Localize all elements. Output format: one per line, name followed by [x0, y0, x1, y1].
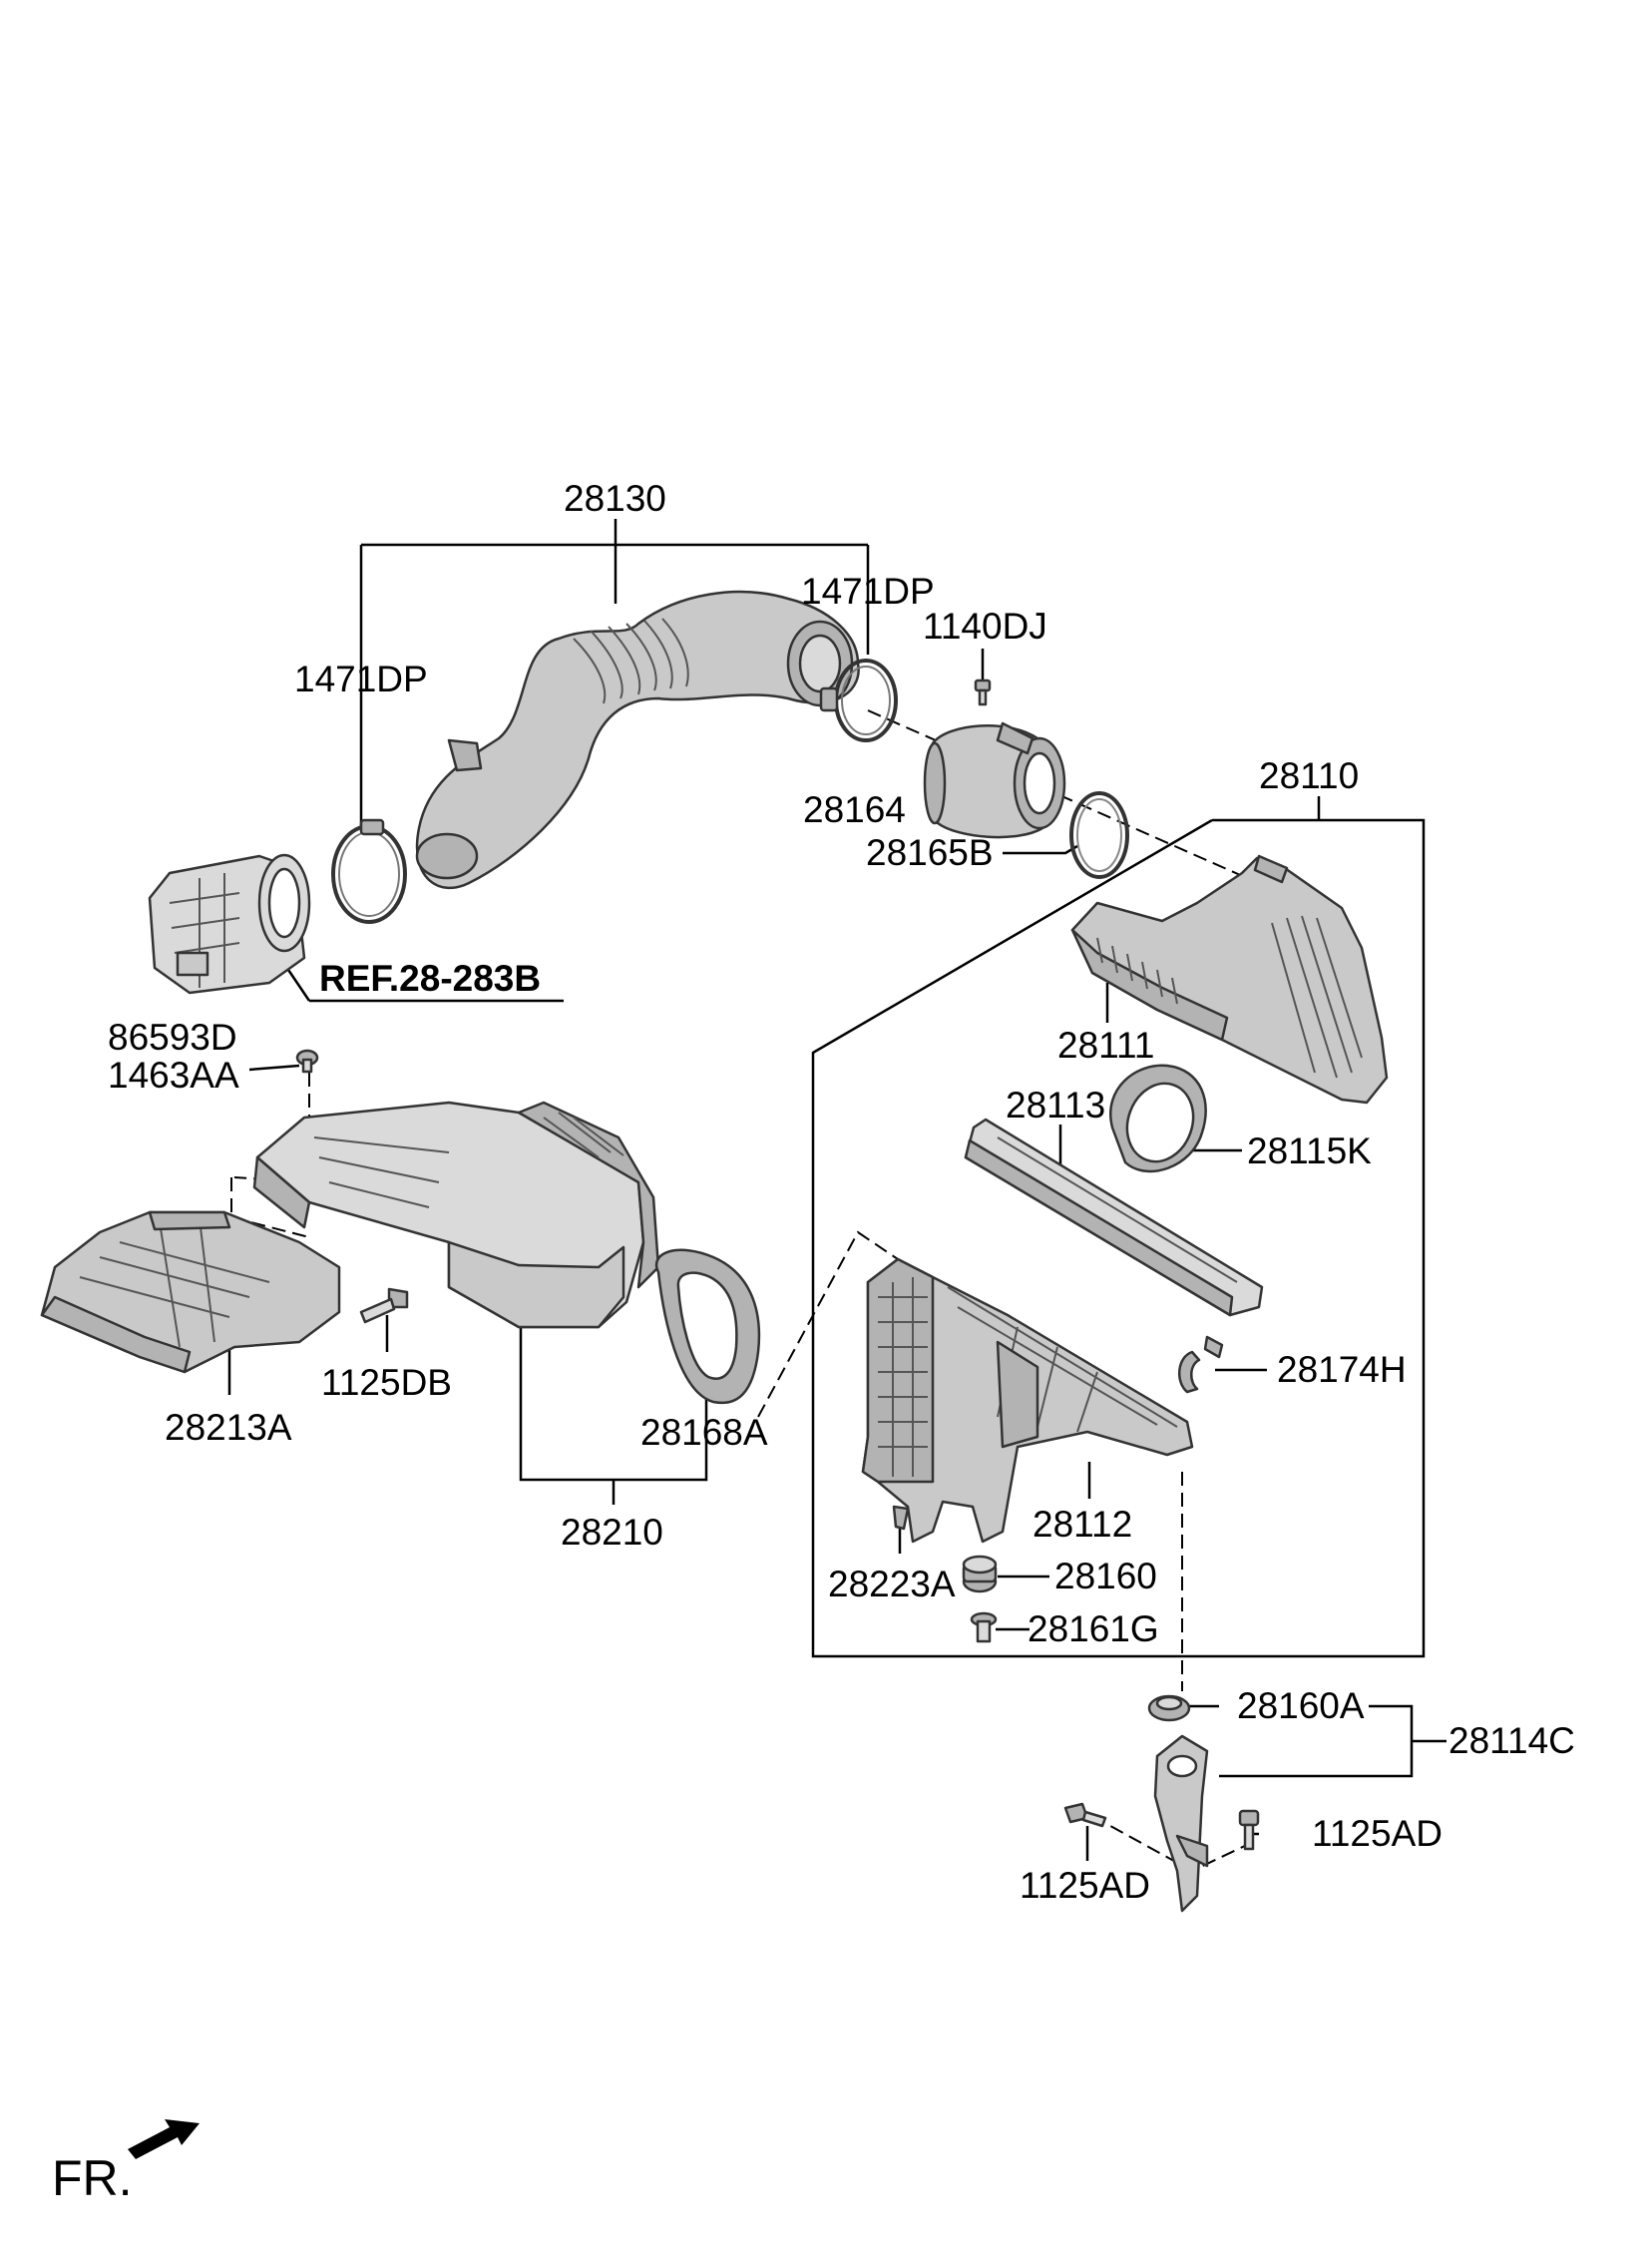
label-ref-28-283b: REF.28-283B — [319, 958, 541, 999]
pin-28223a — [892, 1505, 910, 1531]
label-28112: 28112 — [1032, 1504, 1132, 1545]
hose-clamp-right-1471dp — [819, 659, 898, 742]
part-labels: 28130 1471DP 1471DP 1140DJ 28164 28165B … — [52, 478, 1575, 2206]
duct-seal-28168a — [654, 1248, 761, 1405]
clip-86593d — [295, 1049, 319, 1074]
label-86593d: 86593D — [108, 1017, 237, 1058]
bolt-1125db — [359, 1287, 409, 1324]
label-1471dp-right: 1471DP — [801, 571, 935, 612]
mount-28160a — [1147, 1694, 1191, 1722]
intake-hose-28130 — [415, 590, 860, 889]
label-28223a: 28223A — [828, 1564, 956, 1604]
bolt-1125ad-left — [1063, 1802, 1107, 1828]
label-28164: 28164 — [803, 789, 906, 830]
air-filter-element-28113 — [964, 1118, 1264, 1317]
o-ring-28165b — [1069, 791, 1129, 879]
label-28160a: 28160A — [1237, 1685, 1365, 1726]
label-28210: 28210 — [561, 1512, 663, 1553]
screw-1140dj — [974, 678, 992, 706]
label-1463aa: 1463AA — [108, 1055, 239, 1096]
grommet-28160 — [962, 1555, 998, 1593]
air-cleaner-cover-28111 — [1070, 854, 1389, 1105]
label-28168a: 28168A — [640, 1412, 768, 1453]
hose-clamp-left-1471dp — [331, 818, 407, 924]
label-front-direction: FR. — [52, 2150, 133, 2206]
throttle-body-ref — [148, 853, 311, 995]
label-28165b: 28165B — [866, 832, 994, 873]
label-28110: 28110 — [1259, 755, 1359, 796]
air-cleaner-body-28112 — [861, 1257, 1194, 1544]
label-1125ad-left: 1125AD — [1020, 1865, 1150, 1906]
bolt-1125ad-right — [1238, 1809, 1260, 1851]
bolt-28161g — [970, 1611, 998, 1643]
resonator-28210 — [252, 1101, 660, 1329]
label-28115k: 28115K — [1247, 1130, 1372, 1171]
label-28130: 28130 — [564, 478, 666, 519]
leader-lines — [227, 519, 1446, 1861]
label-1125db: 1125DB — [321, 1362, 452, 1403]
clip-28174h — [1178, 1335, 1224, 1394]
duct-seal-28115k — [1109, 1064, 1207, 1173]
front-direction-arrow-icon — [128, 2119, 200, 2159]
label-1471dp-left: 1471DP — [294, 659, 428, 699]
label-1140dj: 1140DJ — [923, 606, 1047, 647]
label-28161g: 28161G — [1028, 1608, 1159, 1649]
lower-cover-28213a — [40, 1210, 341, 1374]
label-28111: 28111 — [1057, 1025, 1154, 1066]
label-28113: 28113 — [1006, 1085, 1105, 1126]
label-28174h: 28174H — [1277, 1349, 1407, 1390]
label-1125ad-right: 1125AD — [1312, 1813, 1443, 1854]
label-28114c: 28114C — [1448, 1720, 1575, 1761]
label-28213a: 28213A — [165, 1407, 292, 1448]
mounting-bracket-28114c — [1153, 1734, 1209, 1913]
label-28160: 28160 — [1054, 1556, 1157, 1596]
airflow-sensor-28164 — [923, 721, 1066, 839]
